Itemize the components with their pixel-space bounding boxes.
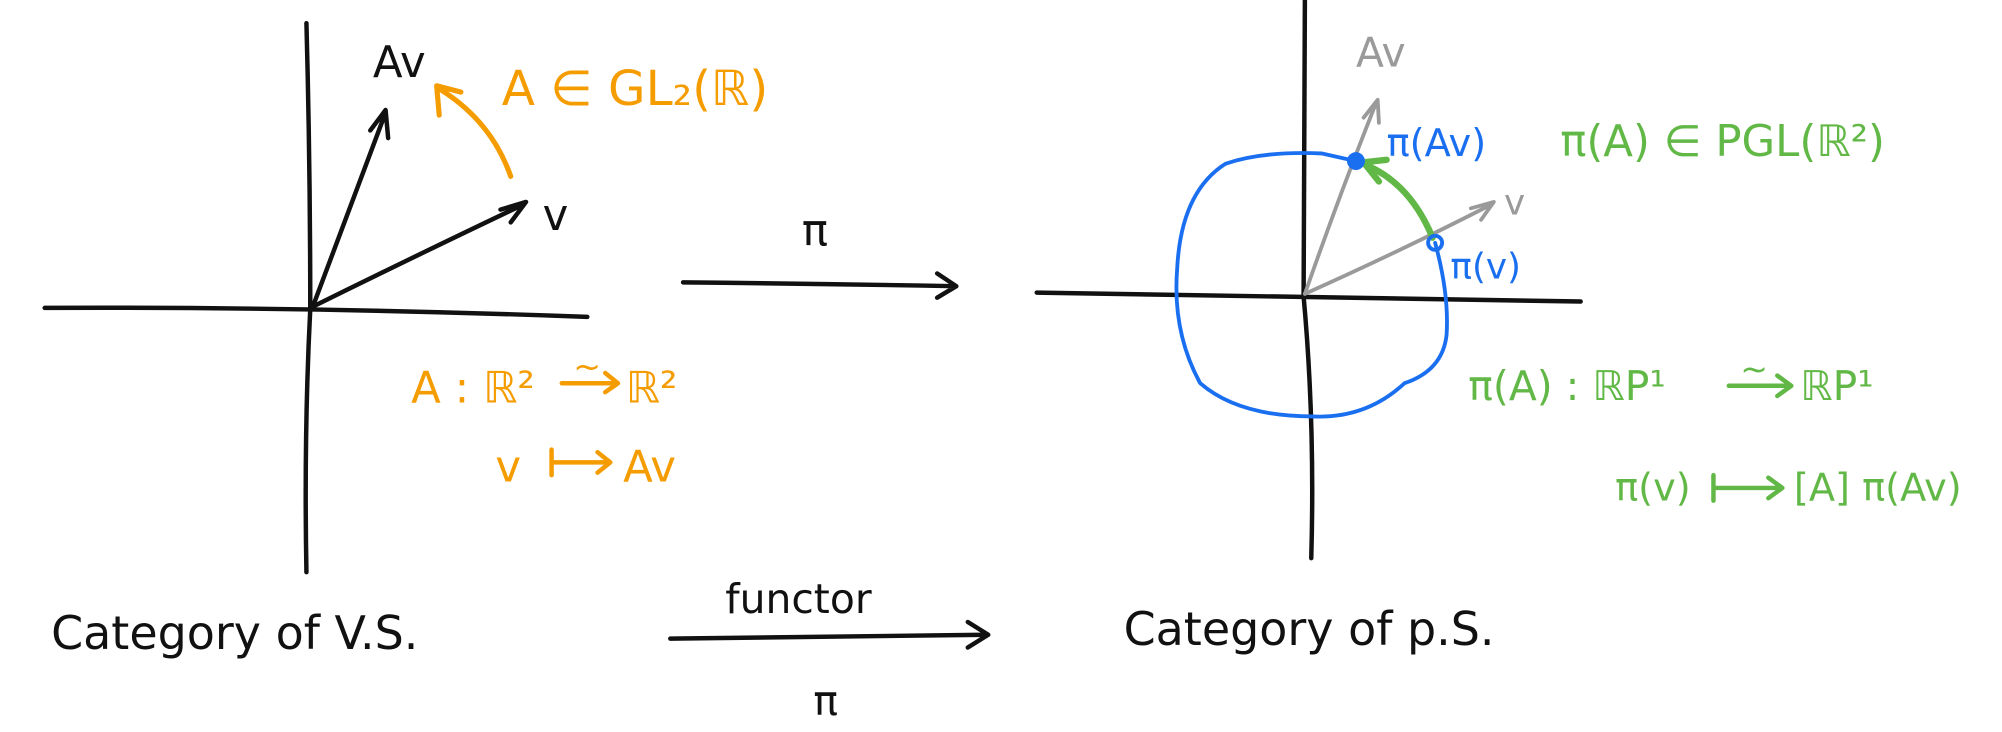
mapsto-arrow [549,447,613,478]
proj-iso-arrow [1726,373,1794,399]
pi-arrow: π [680,206,959,300]
label-pi-v: π(v) [1450,247,1521,288]
proj-iso-tilde: ~ [1740,350,1768,389]
map-rhs: ℝ² [626,363,678,413]
proj-mapsto-arrow [1711,472,1785,503]
group-label-PGL: π(A) ∈ PGL(ℝ²) [1560,117,1885,167]
left-category-label: Category of V.S. [51,606,418,660]
right-x-axis [1034,290,1583,304]
right-projective-space-panel: Av v π(Av) π(v) π(A) ∈ PGL(ℝ²) π(A) : ℝP… [1034,0,1962,561]
right-category-label: Category of p.S. [1124,602,1495,656]
proj-map-rhs: ℝP¹ [1800,362,1873,410]
label-v: v [543,191,569,241]
map-elem-rhs: Av [623,443,676,493]
group-label-GL2: A ∈ GL₂(ℝ) [502,61,769,117]
proj-map-lhs: π(A) : ℝP¹ [1468,362,1665,410]
proj-map-elem-lhs: π(v) [1615,466,1691,511]
proj-map-elem-rhs: [A] π(Av) [1794,466,1962,511]
left-y-axis [303,20,313,575]
functor-pi: π [813,677,838,725]
map-lhs: A : ℝ² [411,363,535,413]
point-pi-Av [1347,152,1365,171]
vector-Av-arrow [310,107,391,309]
iso-arrow [559,370,621,395]
category-functor-row: Category of V.S. functor π Category of p… [51,575,1494,725]
functor-label: functor [725,575,872,623]
vector-v-arrow [310,199,529,309]
pi-label: π [802,206,828,256]
gray-vector-Av [1302,97,1381,296]
pi-arrow-line [680,271,959,300]
functor-arrow [668,619,991,650]
gray-label-v: v [1504,183,1525,224]
label-pi-Av: π(Av) [1387,121,1487,166]
green-transform-arc [1360,156,1436,241]
gray-vector-v [1302,200,1496,296]
left-vector-space-panel: Av v A ∈ GL₂(ℝ) A : ℝ² ~ ℝ² v Av [42,20,769,575]
map-elem-lhs: v [495,443,521,493]
left-x-axis [42,305,590,320]
transformation-arc-arrow [434,83,514,179]
iso-tilde: ~ [573,347,601,386]
label-Av: Av [373,38,426,88]
projective-line-circle [1174,151,1449,419]
point-pi-v [1426,233,1445,252]
gray-label-Av: Av [1356,29,1406,77]
